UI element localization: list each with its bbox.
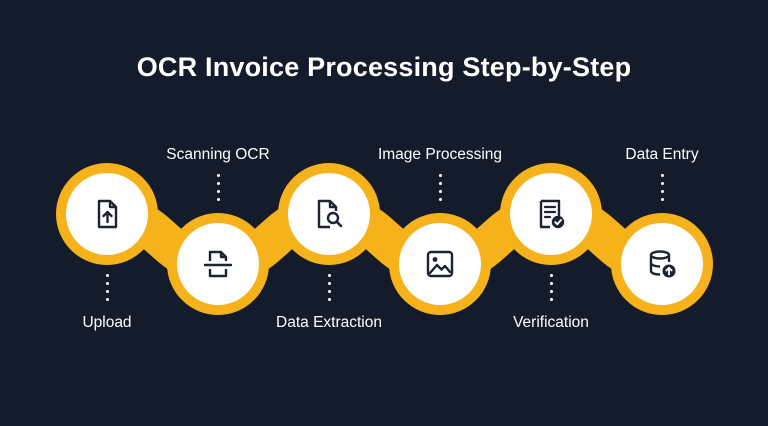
scan-document-icon <box>203 250 233 278</box>
step-label-data-extraction: Data Extraction <box>276 314 382 331</box>
step-label-upload: Upload <box>82 314 132 331</box>
step-node-verification <box>510 173 592 255</box>
step-node-data-extraction <box>288 173 370 255</box>
file-search-icon <box>317 199 343 229</box>
step-node-data-entry <box>621 223 703 305</box>
step-label-verification: Verification <box>513 314 589 331</box>
step-node-upload <box>66 173 148 255</box>
database-upload-icon <box>649 250 676 278</box>
diagram-title: OCR Invoice Processing Step-by-Step <box>136 52 632 82</box>
step-node-image-processing <box>399 223 481 305</box>
dotted-leader <box>548 274 554 301</box>
file-upload-icon <box>97 199 118 229</box>
dotted-leader <box>104 274 110 301</box>
image-icon <box>426 250 454 278</box>
dotted-leader <box>659 174 665 201</box>
dotted-leader <box>215 174 221 201</box>
step-node-scanning-ocr <box>177 223 259 305</box>
step-label-data-entry: Data Entry <box>625 146 699 163</box>
dotted-leader <box>437 174 443 201</box>
dotted-leader <box>326 274 332 301</box>
step-label-image-processing: Image Processing <box>377 146 503 163</box>
step-label-scanning-ocr: Scanning OCR <box>166 146 270 163</box>
verified-receipt-icon <box>539 199 565 229</box>
